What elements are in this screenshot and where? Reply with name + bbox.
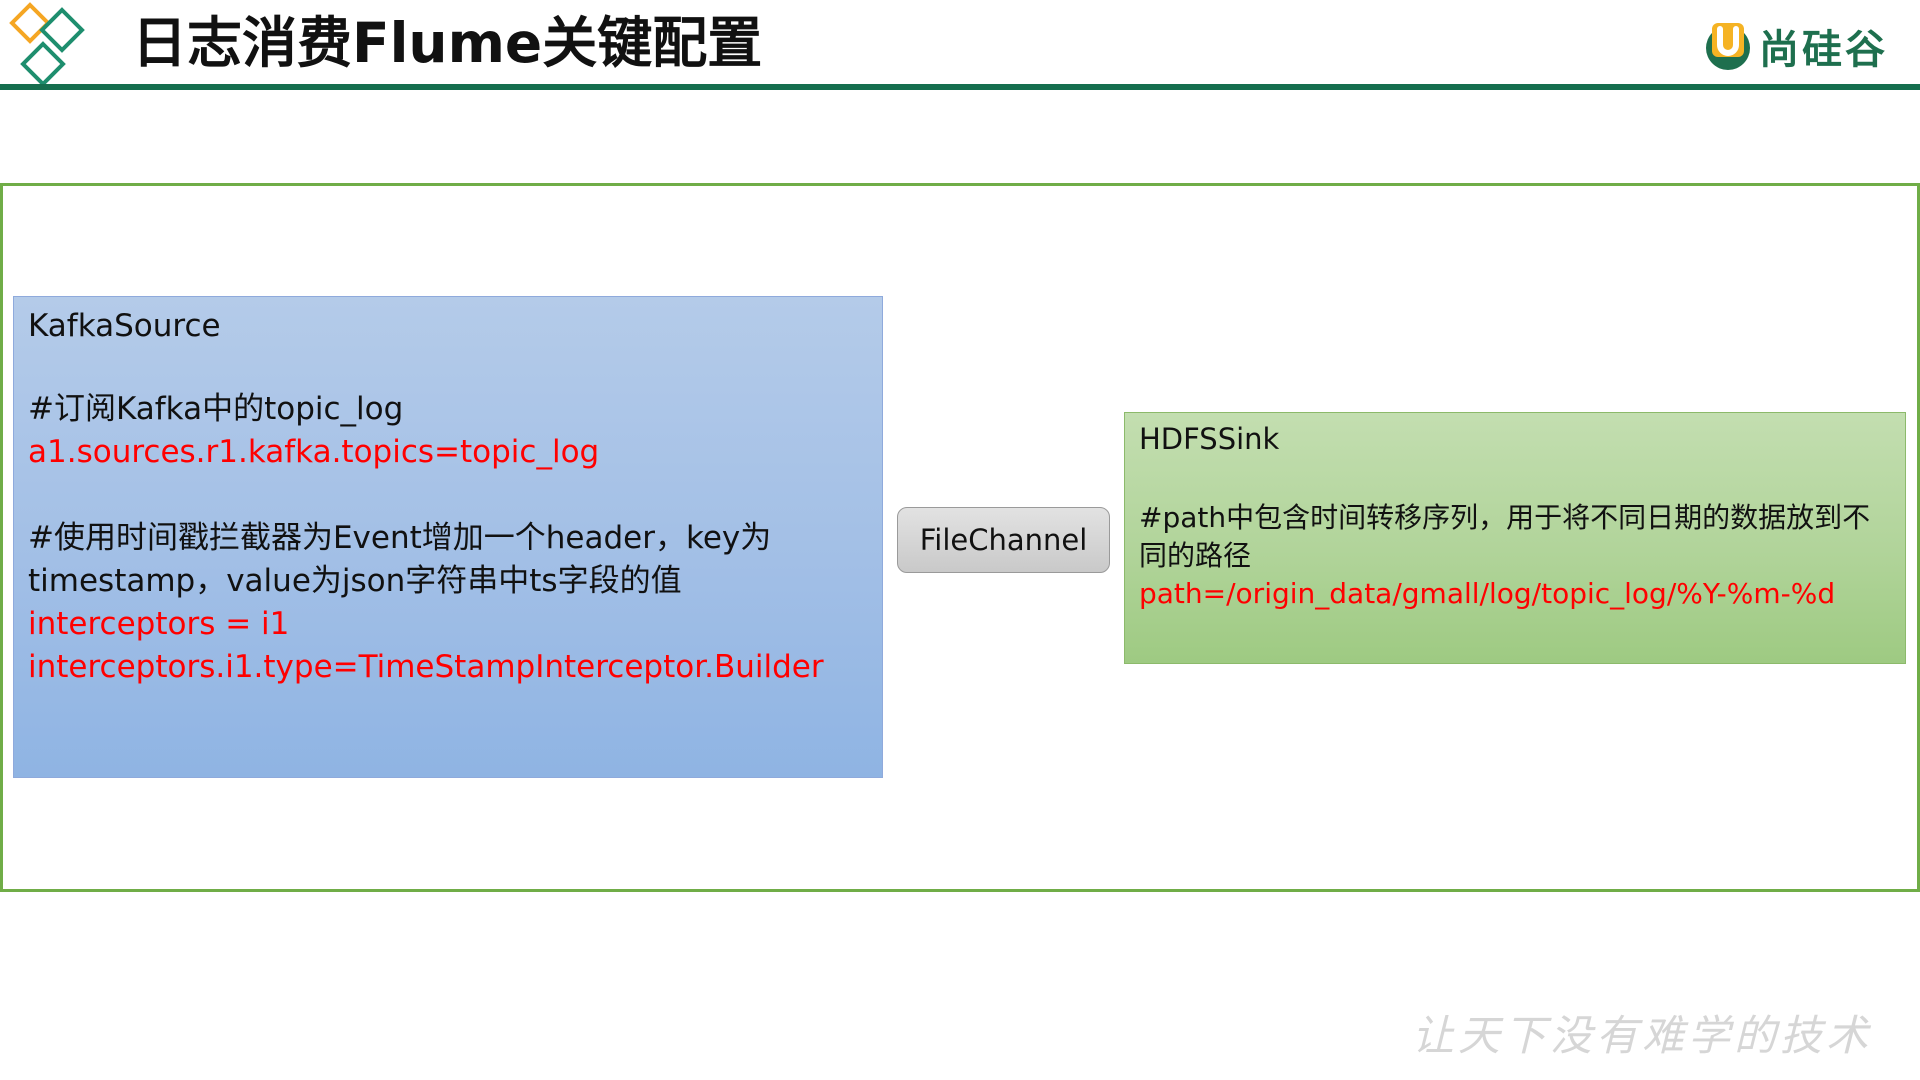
kafka-source-box: KafkaSource #订阅Kafka中的topic_log a1.sourc… xyxy=(13,296,883,778)
u-badge-icon xyxy=(1706,23,1750,70)
page-title: 日志消费Flume关键配置 xyxy=(132,11,763,75)
spacer xyxy=(28,474,868,517)
header-divider xyxy=(0,84,1920,90)
spacer xyxy=(1139,457,1891,499)
brand-logo: 尚硅谷 xyxy=(1703,18,1888,74)
source-comment-topic: #订阅Kafka中的topic_log xyxy=(28,391,404,427)
source-config-interceptor-type: interceptors.i1.type=TimeStampIntercepto… xyxy=(28,649,824,685)
slogan-watermark: 让天下没有难学的技术 xyxy=(1411,1011,1872,1060)
brand-name: 尚硅谷 xyxy=(1759,27,1888,73)
sink-config-path: path=/origin_data/gmall/log/topic_log/%Y… xyxy=(1139,577,1836,610)
hdfs-sink-box: HDFSSink #path中包含时间转移序列，用于将不同日期的数据放到不同的路… xyxy=(1124,412,1906,664)
source-title: KafkaSource xyxy=(28,308,221,344)
sink-comment-path: #path中包含时间转移序列，用于将不同日期的数据放到不同的路径 xyxy=(1139,501,1871,572)
source-config-topics: a1.sources.r1.kafka.topics=topic_log xyxy=(28,434,600,470)
source-comment-interceptor: #使用时间戳拦截器为Event增加一个header，key为timestamp，… xyxy=(28,520,772,599)
sink-title: HDFSSink xyxy=(1139,422,1280,456)
diagram-frame xyxy=(0,183,1920,892)
spacer xyxy=(28,345,868,388)
source-config-interceptors: interceptors = i1 xyxy=(28,606,290,642)
diamond-logo-icon xyxy=(9,2,85,87)
file-channel-node: FileChannel xyxy=(897,507,1110,573)
